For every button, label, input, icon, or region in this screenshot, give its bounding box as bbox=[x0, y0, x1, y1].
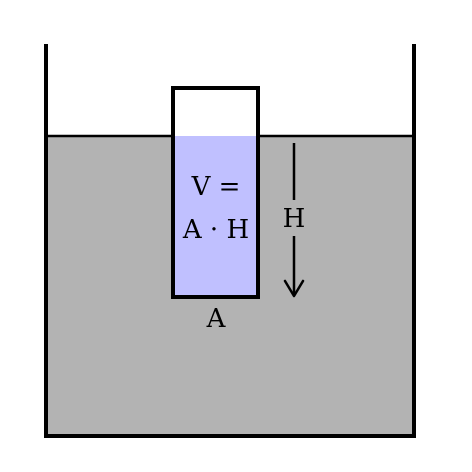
submerged-block-volume bbox=[173, 136, 258, 297]
volume-formula-line-1: V = bbox=[191, 172, 241, 202]
depth-arrow-head bbox=[283, 279, 305, 298]
volume-formula-line-2: A · H bbox=[182, 215, 249, 245]
block-above-water bbox=[173, 88, 258, 136]
block-outline bbox=[171, 86, 260, 299]
area-label: A bbox=[206, 304, 227, 334]
depth-label: H bbox=[283, 204, 306, 234]
container-outline bbox=[44, 44, 416, 438]
